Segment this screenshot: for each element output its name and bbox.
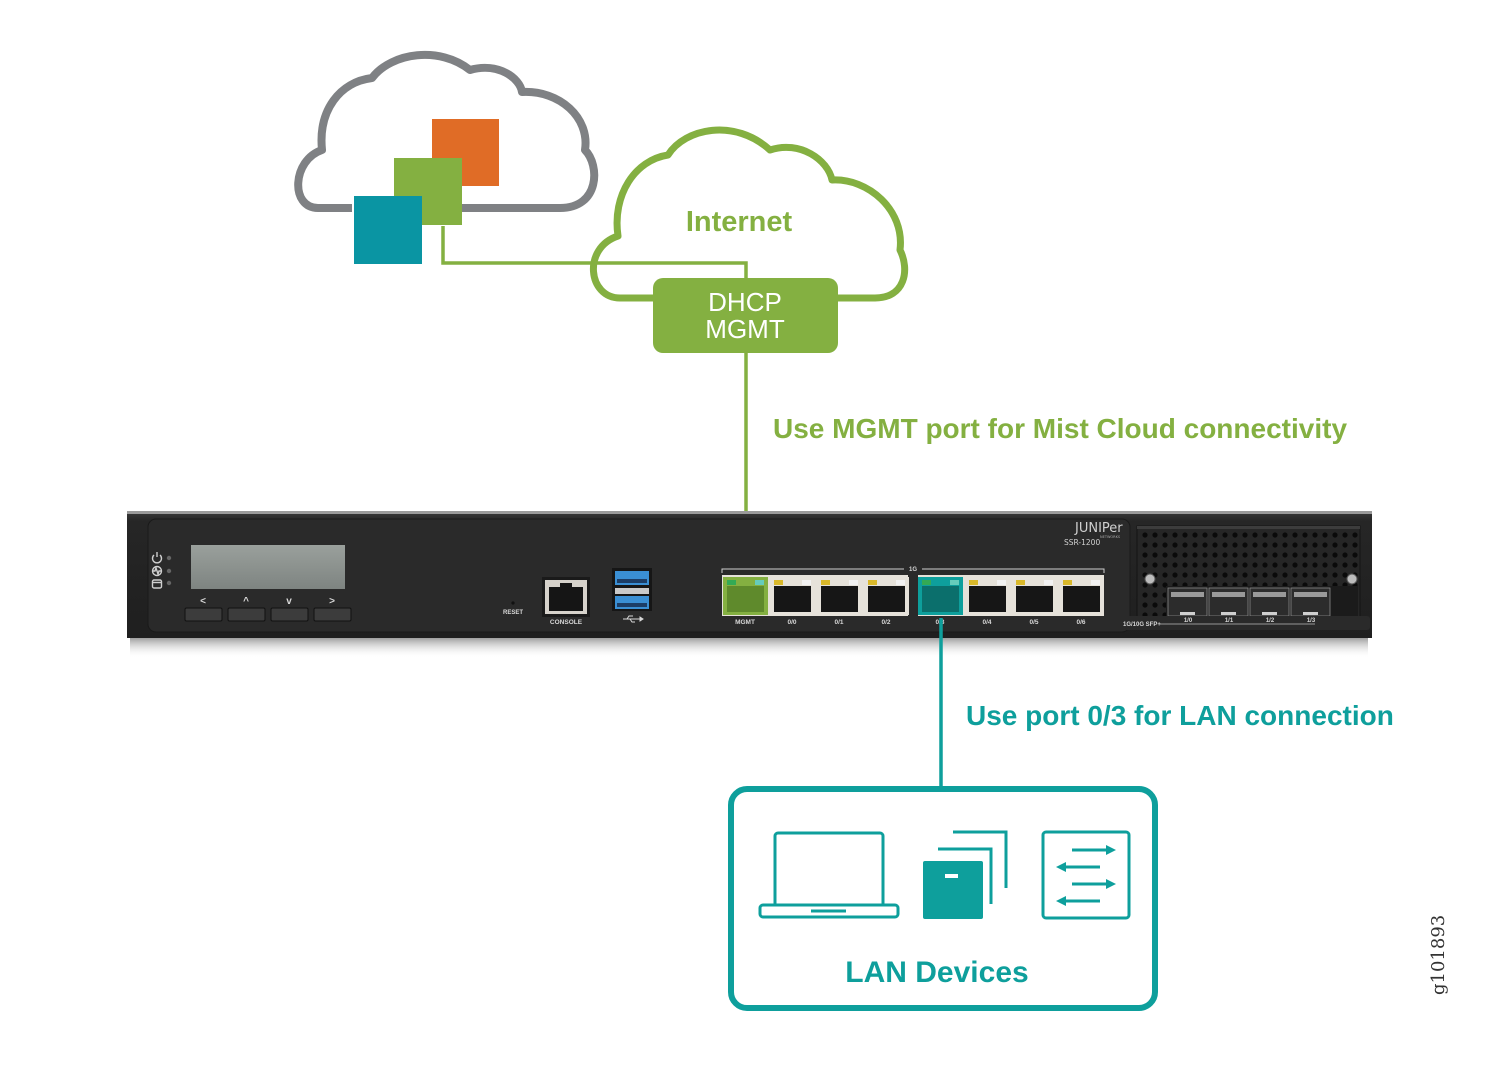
ssr-1200-device: < ^ v > RESET CONSOLE <box>127 511 1372 658</box>
internet-cloud: Internet <box>589 126 909 302</box>
group-1g-bracket <box>721 568 1105 573</box>
dhcp-mgmt-box: DHCP MGMT <box>653 278 838 353</box>
console-port <box>542 577 590 617</box>
rj45-port-0-0 <box>770 577 815 615</box>
sfp-port-label: 1/1 <box>1225 618 1234 624</box>
reset-button[interactable] <box>511 601 515 605</box>
brand-sub: NETWORKS <box>1100 535 1121 539</box>
sfp-port-label: 1/0 <box>1184 618 1193 624</box>
rj45-port-mgmt <box>723 577 768 615</box>
nav-button-right-label: > <box>329 596 335 607</box>
sfp-ports <box>1167 587 1331 617</box>
nav-button-down-label: v <box>286 596 292 607</box>
sfp-group-label: 1G/10G SFP+ <box>1123 622 1161 628</box>
nav-button-up-label: ^ <box>243 596 249 607</box>
mgmt-box-line1: DHCP <box>708 287 782 317</box>
console-label: CONSOLE <box>550 619 583 626</box>
lan-callout: Use port 0/3 for LAN connection <box>966 700 1394 731</box>
mist-cloud-icon <box>354 119 499 264</box>
server-stack-icon <box>923 830 1008 919</box>
rj45-port-0-3 <box>918 577 963 615</box>
rj45-port-label: 0/2 <box>881 619 890 626</box>
nav-buttons: < ^ v > <box>184 596 352 622</box>
nav-button-left[interactable] <box>184 607 223 622</box>
thumbscrew-right <box>1346 573 1358 585</box>
sfp-port-1-2 <box>1249 587 1290 617</box>
mist-cloud <box>294 50 599 264</box>
rj45-port-0-5 <box>1012 577 1057 615</box>
internet-label: Internet <box>686 206 793 238</box>
rj45-port-0-2 <box>864 577 909 615</box>
switch-icon <box>1041 830 1131 920</box>
rj45-port-label: 0/0 <box>787 619 796 626</box>
rj45-ports <box>723 577 1104 615</box>
rj45-port-label: 0/1 <box>834 619 843 626</box>
usb-ports <box>612 568 652 611</box>
nav-button-right[interactable] <box>313 607 352 622</box>
figure-id: g101893 <box>1428 915 1449 995</box>
model-label: SSR-1200 <box>1064 538 1100 547</box>
lan-devices-label: LAN Devices <box>845 956 1028 989</box>
usb-icon <box>623 615 644 623</box>
power-icon <box>151 552 163 564</box>
mgmt-callout: Use MGMT port for Mist Cloud connectivit… <box>773 413 1347 444</box>
sfp-port-1-1 <box>1208 587 1249 617</box>
status-leds <box>151 552 172 589</box>
thumbscrew-left <box>1144 573 1156 585</box>
device-shadow <box>130 636 1368 658</box>
rj45-port-0-4 <box>965 577 1010 615</box>
rj45-port-label: 0/4 <box>982 619 991 626</box>
sfp-port-label: 1/3 <box>1307 618 1316 624</box>
reset-label: RESET <box>503 610 523 616</box>
nav-button-down[interactable] <box>270 607 309 622</box>
storage-icon <box>151 579 163 589</box>
mgmt-box-line2: MGMT <box>705 314 785 344</box>
sfp-port-1-3 <box>1290 587 1331 617</box>
laptop-icon <box>758 831 900 919</box>
nav-button-up[interactable] <box>227 607 266 622</box>
sfp-port-label: 1/2 <box>1266 618 1275 624</box>
nav-button-left-label: < <box>200 596 206 607</box>
internet-cloud-outline <box>589 126 909 302</box>
rj45-port-0-6 <box>1059 577 1104 615</box>
rj45-port-label: 0/6 <box>1076 619 1085 626</box>
heartbeat-icon <box>151 565 163 577</box>
rj45-port-0-1 <box>817 577 862 615</box>
brand-logo: JUNIPer <box>1074 521 1123 536</box>
mist-cloud-outline <box>294 50 599 212</box>
lcd-display <box>191 545 345 589</box>
rj45-port-label: MGMT <box>735 619 755 626</box>
lan-devices-box: LAN Devices <box>728 786 1158 1011</box>
sfp-module: 1G/10G SFP+ 1/0 1/1 1/2 1/3 <box>1120 525 1370 630</box>
group-1g-label: 1G <box>909 567 917 573</box>
rj45-port-label: 0/5 <box>1029 619 1038 626</box>
sfp-port-labels: 1/0 1/1 1/2 1/3 <box>1184 618 1316 624</box>
sfp-port-1-0 <box>1167 587 1208 617</box>
